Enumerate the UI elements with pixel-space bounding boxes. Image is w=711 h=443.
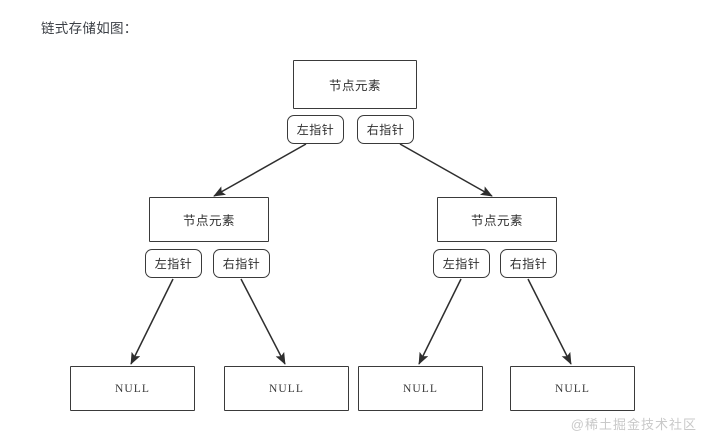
root-element-box: 节点元素 [293, 60, 417, 109]
watermark: @稀土掘金技术社区 [570, 417, 697, 432]
edge-root-left [213, 143, 307, 197]
null-box-1: NULL [70, 366, 195, 411]
root-left-pointer-box[interactable]: 左指针 [287, 115, 344, 144]
right-child-element-box: 节点元素 [437, 197, 557, 242]
left-child-right-pointer-box[interactable]: 右指针 [213, 249, 270, 278]
edge-right-child-right [527, 278, 572, 365]
page-caption: 链式存储如图： [41, 21, 138, 36]
right-child-right-pointer-box[interactable]: 右指针 [500, 249, 557, 278]
left-child-left-pointer-box[interactable]: 左指针 [145, 249, 202, 278]
edge-root-right [399, 143, 493, 197]
edge-right-child-left [418, 278, 462, 365]
null-box-2: NULL [224, 366, 349, 411]
edge-left-child-left [130, 278, 174, 365]
null-box-4: NULL [510, 366, 635, 411]
null-box-3: NULL [358, 366, 483, 411]
left-child-element-box: 节点元素 [149, 197, 269, 242]
root-right-pointer-box[interactable]: 右指针 [357, 115, 414, 144]
edge-left-child-right [240, 278, 286, 365]
right-child-left-pointer-box[interactable]: 左指针 [433, 249, 490, 278]
